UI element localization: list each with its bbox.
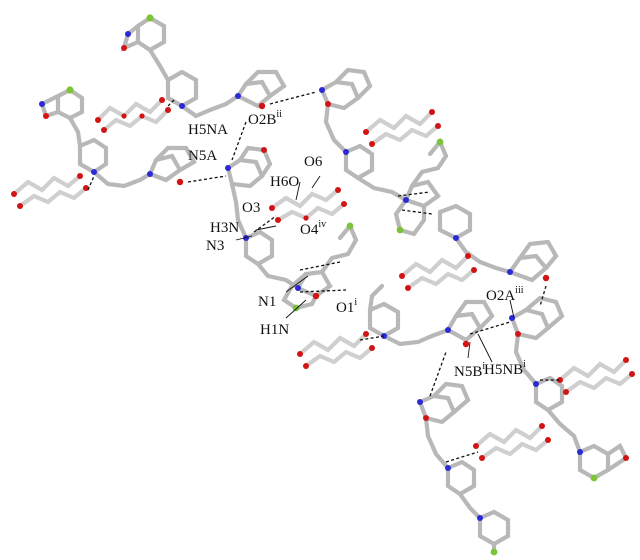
label-h5nb: H5NBi — [484, 359, 526, 378]
molecule-right-lower — [509, 295, 629, 482]
molecule-top — [120, 14, 287, 119]
label-o2a: O2Aiii — [486, 285, 524, 304]
succinate-7 — [557, 357, 635, 395]
label-n1: N1 — [258, 294, 276, 310]
label-o1: O1i — [336, 297, 357, 316]
label-pointers — [235, 175, 515, 363]
label-h5na: H5NA — [188, 122, 228, 138]
molecule-central — [225, 145, 359, 312]
label-n5a: N5A — [188, 148, 217, 164]
label-h6o: H6O — [270, 174, 299, 190]
molecule-bottom — [417, 381, 511, 556]
succinate-6 — [297, 331, 375, 369]
label-o3: O3 — [242, 200, 260, 216]
succinate-3 — [269, 187, 347, 223]
label-o4: O4iv — [300, 219, 326, 238]
succinate-2 — [11, 173, 89, 209]
succinate-1 — [95, 97, 171, 133]
label-o2b: O2Bii — [248, 109, 282, 128]
label-o6: O6 — [304, 154, 323, 170]
label-n5b: N5Bi — [454, 361, 485, 380]
label-h3n: H3N — [210, 220, 239, 236]
molecule-left — [39, 86, 197, 189]
succinate-8 — [473, 423, 551, 461]
succinate-4 — [363, 109, 441, 147]
molecule-right-mid — [437, 203, 559, 283]
atom-labels: H5NA O2Bii N5A O6 H6O O3 O4iv H3N N3 N1 … — [188, 109, 526, 380]
label-n3: N3 — [206, 238, 224, 254]
hydrogen-bonds — [87, 91, 560, 463]
molecule-right-upper — [319, 67, 449, 237]
succinate-5 — [399, 253, 477, 291]
label-h1n: H1N — [260, 322, 289, 338]
molecule-mid-lower — [367, 283, 495, 348]
